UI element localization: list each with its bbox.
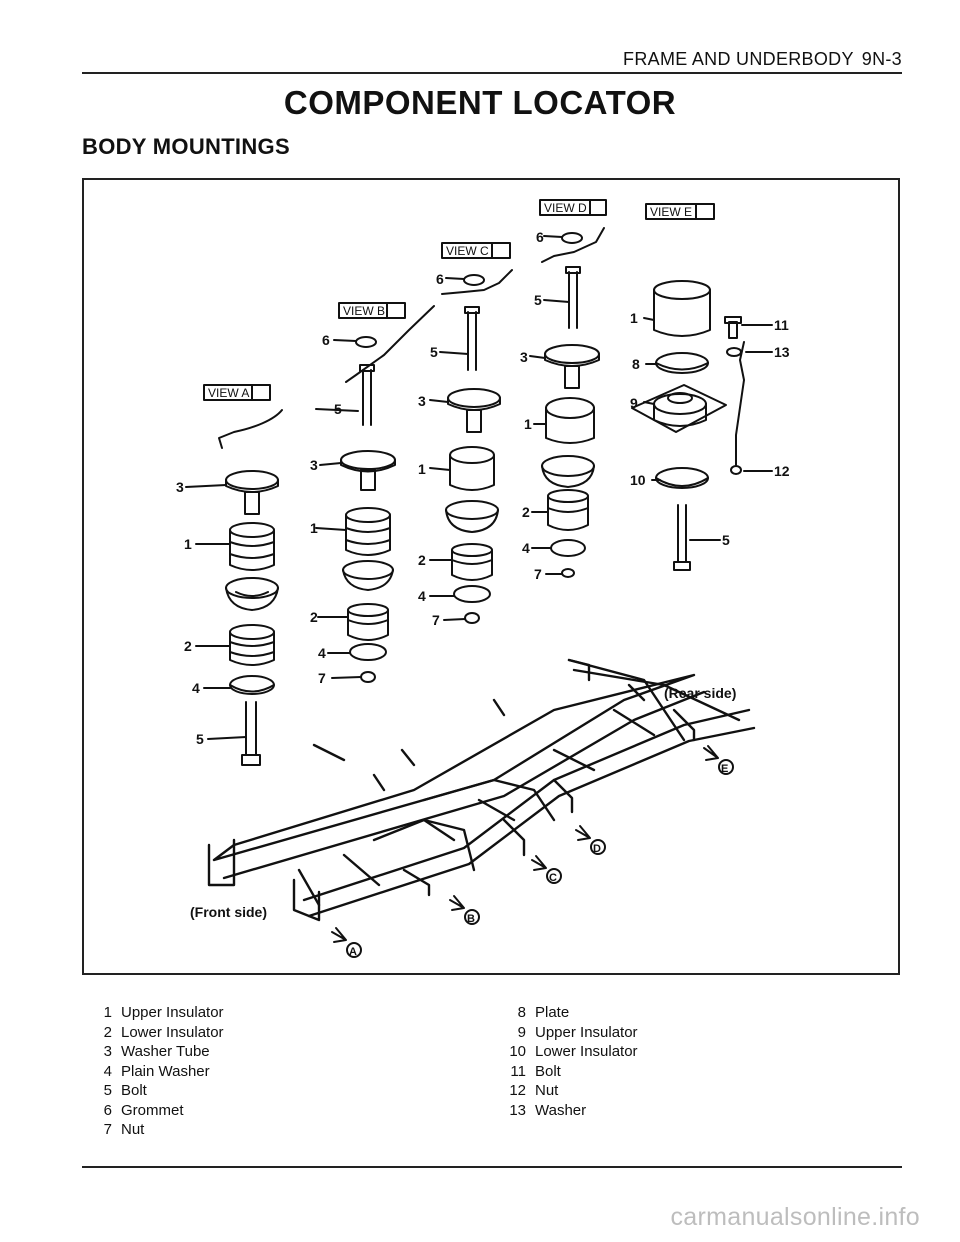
callout-e-11: 11 [774,317,789,333]
view-label-a: VIEW A [203,384,283,449]
section-subtitle: BODY MOUNTINGS [82,134,290,159]
arrow-label-d: D [593,843,601,855]
callout-b-3: 3 [310,457,318,473]
header-rule [82,72,902,74]
callout-d-2: 2 [522,504,530,520]
callout-c-5: 5 [430,344,438,360]
arrow-label-b: B [467,913,475,925]
mount-stack-a: 3 1 2 4 5 [176,470,279,766]
mount-stack-e: 1 8 9 10 11 13 12 5 [630,280,790,571]
view-d-text: VIEW D [544,201,587,215]
view-label-c: VIEW C [441,242,513,295]
page-header: FRAME AND UNDERBODY 9N-3 [615,49,902,70]
arrow-label-c: C [549,872,557,884]
mount-stack-b: 6 5 3 1 2 4 7 [310,332,396,686]
callout-a-3: 3 [176,479,184,495]
exploded-diagram: VIEW A VIEW B VIEW C VIEW D VIEW E [176,199,790,958]
callout-c-1: 1 [418,461,426,477]
body-mountings-figure: VIEW A VIEW B VIEW C VIEW D VIEW E [82,178,900,975]
callout-e-9: 9 [630,395,638,411]
callout-e-5: 5 [722,532,730,548]
mount-stack-c: 6 5 3 1 2 4 7 [418,271,501,628]
callout-b-5: 5 [334,401,342,417]
page-title: COMPONENT LOCATOR [283,84,677,121]
callout-d-7: 7 [534,566,542,582]
front-side-label: (Front side) [190,904,267,920]
callout-c-6: 6 [436,271,444,287]
view-label-b: VIEW B [338,302,435,383]
watermark: carmanualsonline.info [670,1203,920,1231]
view-b-text: VIEW B [343,304,385,318]
callout-a-4: 4 [192,680,200,696]
view-e-text: VIEW E [650,205,692,219]
section-title: FRAME AND UNDERBODY [623,49,854,69]
callout-a-2: 2 [184,638,192,654]
callout-d-6: 6 [536,229,544,245]
view-c-text: VIEW C [446,244,489,258]
arrow-label-a: A [349,946,357,958]
view-label-d: VIEW D [539,199,607,263]
callout-b-4: 4 [318,645,326,661]
callout-d-3: 3 [520,349,528,365]
page-number: 9N-3 [861,49,902,69]
callout-d-1: 1 [524,416,532,432]
callout-e-10: 10 [630,472,646,488]
callout-e-12: 12 [774,463,790,479]
callout-b-7: 7 [318,670,326,686]
callout-b-2: 2 [310,609,318,625]
callout-b-1: 1 [310,520,318,536]
callout-c-7: 7 [432,612,440,628]
rear-side-label: (Rear side) [664,685,736,701]
view-label-e: VIEW E [645,203,715,220]
chassis-frame [207,658,756,922]
callout-c-4: 4 [418,588,426,604]
callout-e-1: 1 [630,310,638,326]
callout-a-1: 1 [184,536,192,552]
arrow-label-e: E [721,763,728,775]
callout-e-8: 8 [632,356,640,372]
callout-d-4: 4 [522,540,530,556]
callout-a-5: 5 [196,731,204,747]
callout-e-13: 13 [774,344,790,360]
callout-c-2: 2 [418,552,426,568]
callout-c-3: 3 [418,393,426,409]
direction-arrows: A B C D E [331,745,734,958]
footer-rule [82,1166,902,1168]
view-a-text: VIEW A [208,386,249,400]
mount-stack-d: 6 5 3 1 2 4 7 [520,229,600,582]
callout-b-6: 6 [322,332,330,348]
callout-d-5: 5 [534,292,542,308]
